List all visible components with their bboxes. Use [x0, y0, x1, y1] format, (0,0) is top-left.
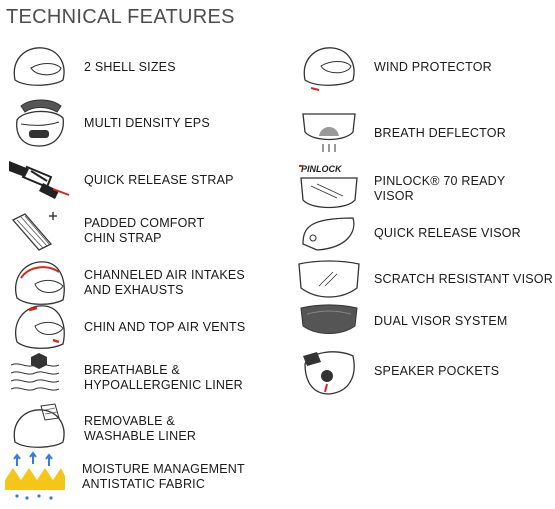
- feature-wind-protector: WIND PROTECTOR: [296, 40, 492, 94]
- padded-strap-icon: [6, 204, 72, 258]
- feature-label: REMOVABLE & WASHABLE LINER: [84, 414, 197, 443]
- feature-quick-release-visor: QUICK RELEASE VISOR: [296, 206, 521, 260]
- feature-label: PADDED COMFORT CHIN STRAP: [84, 216, 205, 245]
- feature-multi-density-eps: MULTI DENSITY EPS: [6, 96, 210, 150]
- feature-label: DUAL VISOR SYSTEM: [374, 313, 508, 328]
- feature-label: MOISTURE MANAGEMENT ANTISTATIC FABRIC: [82, 462, 245, 491]
- scratch-visor-icon: [296, 252, 362, 306]
- quick-release-visor-icon: [296, 206, 362, 260]
- feature-label: BREATH DEFLECTOR: [374, 125, 506, 140]
- air-channel-helmet-icon: [6, 256, 72, 310]
- air-vents-helmet-icon: [6, 300, 72, 354]
- feature-label: BREATHABLE & HYPOALLERGENIC LINER: [84, 363, 243, 392]
- pinlock-visor-icon: PINLOCK: [296, 162, 362, 216]
- breathable-liner-icon: [6, 351, 72, 405]
- breath-deflector-icon: [296, 106, 362, 160]
- feature-removable-liner: REMOVABLE & WASHABLE LINER: [6, 402, 196, 456]
- feature-breath-deflector: BREATH DEFLECTOR: [296, 106, 506, 160]
- feature-shell-sizes: 2 SHELL SIZES: [6, 40, 176, 94]
- feature-moisture-management: MOISTURE MANAGEMENT ANTISTATIC FABRIC: [2, 450, 245, 504]
- speaker-pockets-icon: [296, 344, 362, 398]
- feature-label: SPEAKER POCKETS: [374, 363, 500, 378]
- feature-padded-chin-strap: PADDED COMFORT CHIN STRAP: [6, 204, 204, 258]
- feature-label: 2 SHELL SIZES: [84, 59, 176, 74]
- strap-buckle-icon: [6, 153, 72, 207]
- pinlock-logo: PINLOCK: [301, 164, 343, 174]
- feature-quick-release-strap: QUICK RELEASE STRAP: [6, 153, 234, 207]
- page-title: TECHNICAL FEATURES: [6, 6, 235, 28]
- feature-channeled-air: CHANNELED AIR INTAKES AND EXHAUSTS: [6, 256, 245, 310]
- feature-speaker-pockets: SPEAKER POCKETS: [296, 344, 499, 398]
- wind-protector-icon: [296, 40, 362, 94]
- feature-label: WIND PROTECTOR: [374, 59, 492, 74]
- helmet-shell-icon: [6, 40, 72, 94]
- feature-scratch-visor: SCRATCH RESISTANT VISOR: [296, 252, 553, 306]
- removable-liner-icon: [6, 402, 72, 456]
- feature-dual-visor: DUAL VISOR SYSTEM: [296, 294, 508, 348]
- feature-label: CHIN AND TOP AIR VENTS: [84, 319, 246, 334]
- feature-label: PINLOCK® 70 READY VISOR: [374, 174, 506, 203]
- moisture-fabric-icon: [2, 450, 68, 504]
- feature-label: MULTI DENSITY EPS: [84, 115, 210, 130]
- feature-chin-top-vents: CHIN AND TOP AIR VENTS: [6, 300, 245, 354]
- feature-label: QUICK RELEASE STRAP: [84, 172, 234, 187]
- dual-visor-icon: [296, 294, 362, 348]
- feature-label: CHANNELED AIR INTAKES AND EXHAUSTS: [84, 268, 245, 297]
- feature-breathable-liner: BREATHABLE & HYPOALLERGENIC LINER: [6, 351, 243, 405]
- eps-layers-icon: [6, 96, 72, 150]
- feature-label: QUICK RELEASE VISOR: [374, 225, 521, 240]
- feature-pinlock-visor: PINLOCK PINLOCK® 70 READY VISOR: [296, 162, 505, 216]
- feature-label: SCRATCH RESISTANT VISOR: [374, 271, 553, 286]
